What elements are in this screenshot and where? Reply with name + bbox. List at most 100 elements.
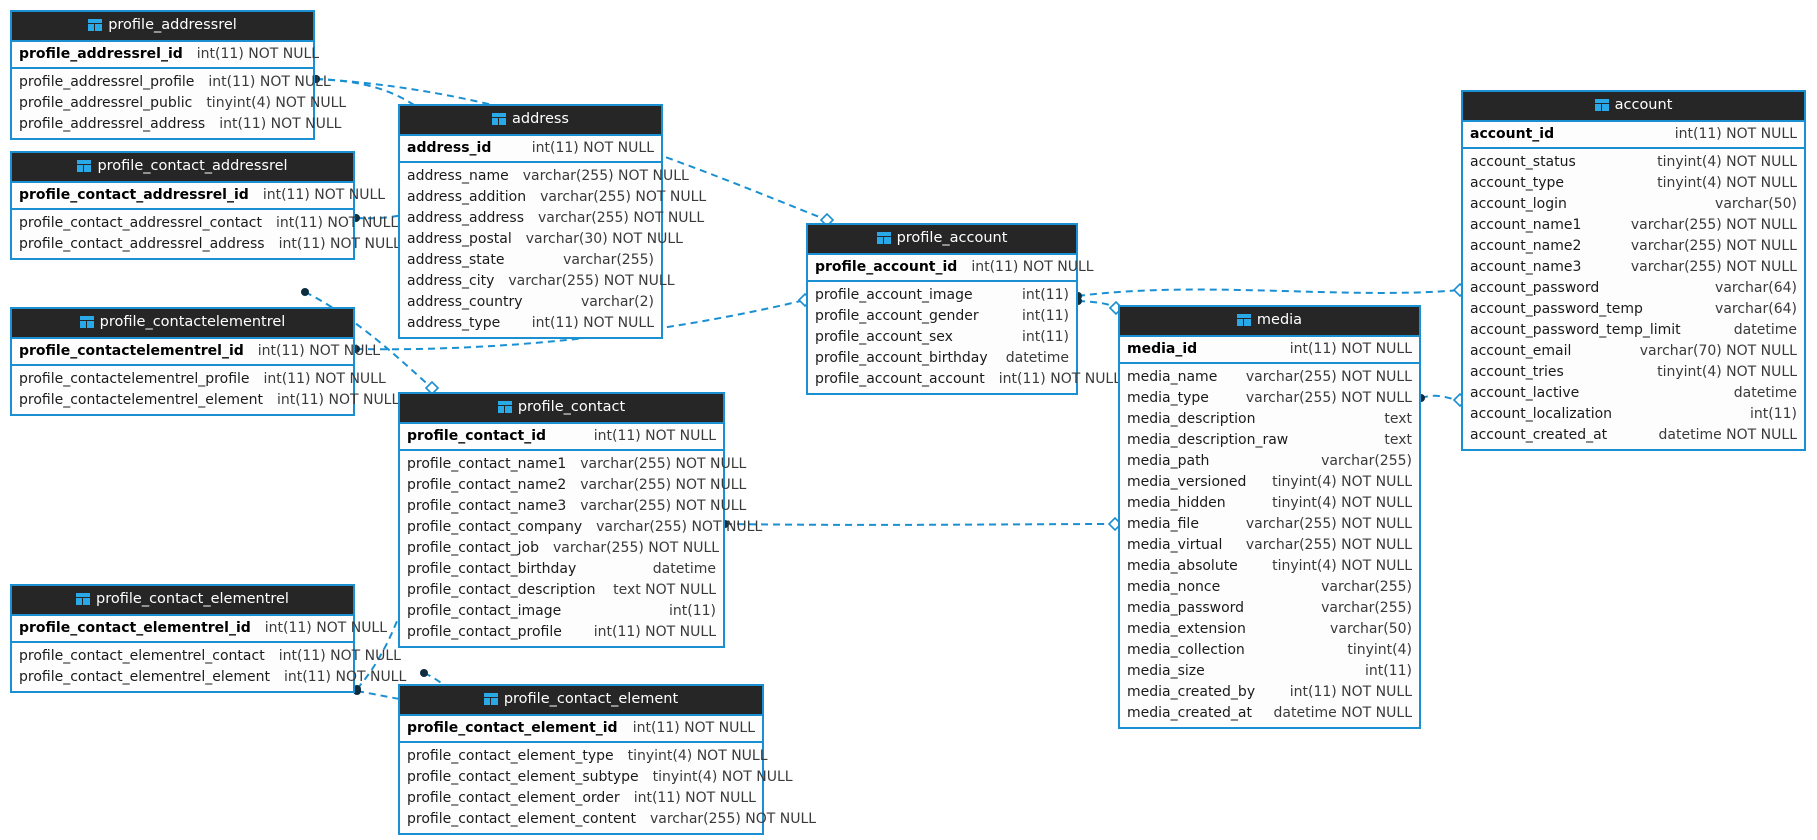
entity-header-profile_account[interactable]: profile_account	[808, 225, 1076, 255]
entity-header-profile_addressrel[interactable]: profile_addressrel	[12, 12, 313, 42]
entity-header-profile_contact_element[interactable]: profile_contact_element	[400, 686, 762, 716]
entity-header-profile_contactelementrel[interactable]: profile_contactelementrel	[12, 309, 353, 339]
relationship-line-rel-profile_account-account[interactable]	[1077, 288, 1461, 297]
entity-header-media[interactable]: media	[1120, 307, 1419, 337]
entity-header-profile_contact[interactable]: profile_contact	[400, 394, 723, 424]
relationship-line-rel-account-media[interactable]	[1077, 300, 1117, 309]
entity-header-account[interactable]: account	[1463, 92, 1804, 122]
relationship-line-rel-contact-media[interactable]	[724, 523, 1116, 526]
entity-header-address[interactable]: address	[400, 106, 661, 136]
entity-profile_contact_elementrel[interactable]: profile_contact_elementrel profile_contac…	[10, 584, 406, 693]
entity-header-profile_contact_addressrel[interactable]: profile_contact_addressrel	[12, 153, 353, 183]
relationship-line-rel-media-account[interactable]	[1420, 394, 1461, 401]
entity-header-profile_contact_elementrel[interactable]: profile_contact_elementrel	[12, 586, 353, 616]
